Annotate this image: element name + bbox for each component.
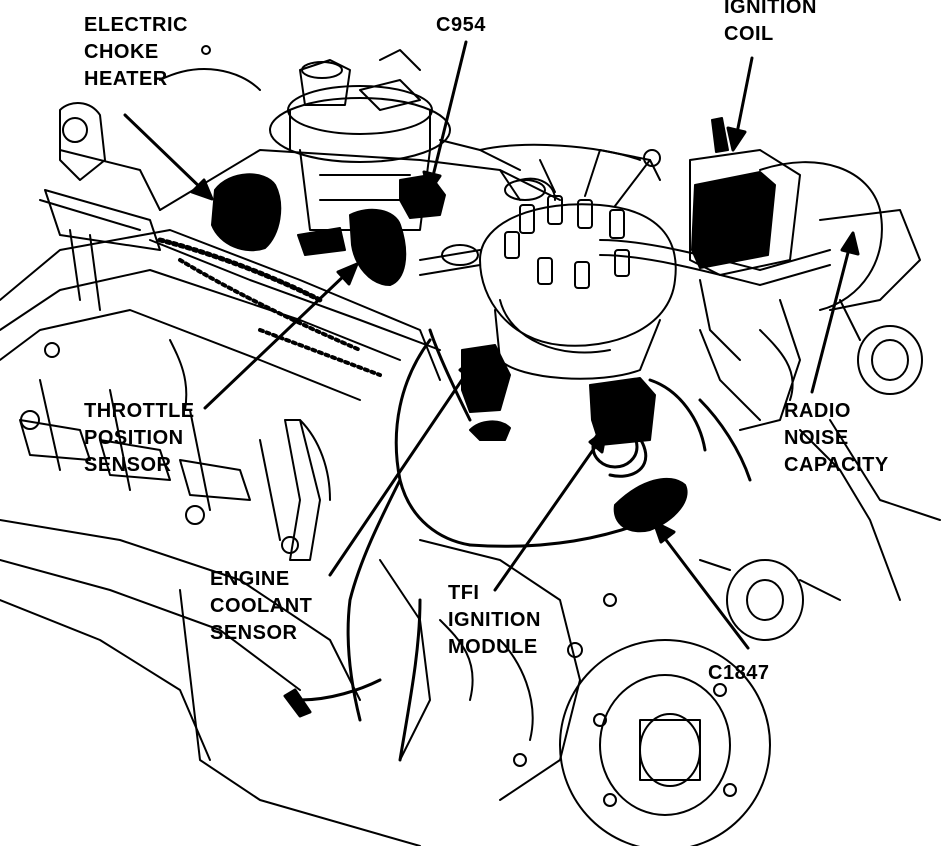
carburetor xyxy=(269,49,521,231)
throttle-sensor-blob xyxy=(349,208,407,286)
arrow-choke-heater xyxy=(123,113,207,194)
arrow-engine-coolant xyxy=(328,366,472,577)
arrow-throttle-sensor xyxy=(203,270,350,410)
arrow-radio-noise xyxy=(810,243,852,394)
tfi-module-blob xyxy=(589,377,656,446)
label-radio-noise-capacity: RADIO NOISE CAPACITY xyxy=(784,400,889,476)
label-c954: C954 xyxy=(436,14,486,36)
arrow-c954 xyxy=(430,40,468,182)
label-tfi-ignition-module: TFI IGNITION MODULE xyxy=(448,582,541,658)
arrow-tfi-module xyxy=(493,438,602,592)
engine-block xyxy=(0,229,617,846)
leader-arrows xyxy=(123,40,860,650)
highlighted-components xyxy=(211,117,776,533)
label-engine-coolant-sensor: ENGINE COOLANT SENSOR xyxy=(210,568,313,644)
left-accessories xyxy=(44,45,261,311)
label-ignition-coil: IGNITION COIL xyxy=(724,0,817,45)
label-throttle-position-sensor: THROTTLE POSITION SENSOR xyxy=(84,400,195,476)
alternator xyxy=(699,161,941,601)
c954-connector-blob xyxy=(399,174,446,219)
arrow-c1847 xyxy=(658,530,750,650)
wiring-harness xyxy=(283,328,752,762)
label-electric-choke-heater: ELECTRIC CHOKE HEATER xyxy=(84,14,188,90)
harmonic-balancer xyxy=(559,559,841,846)
arrow-ignition-coil xyxy=(734,56,754,140)
ignition-coil xyxy=(689,149,801,361)
c1847-connector-blob xyxy=(613,477,688,533)
choke-heater-blob xyxy=(211,173,282,252)
coil-blob xyxy=(691,171,776,269)
intake-manifold xyxy=(39,149,561,377)
label-c1847: C1847 xyxy=(708,662,770,684)
